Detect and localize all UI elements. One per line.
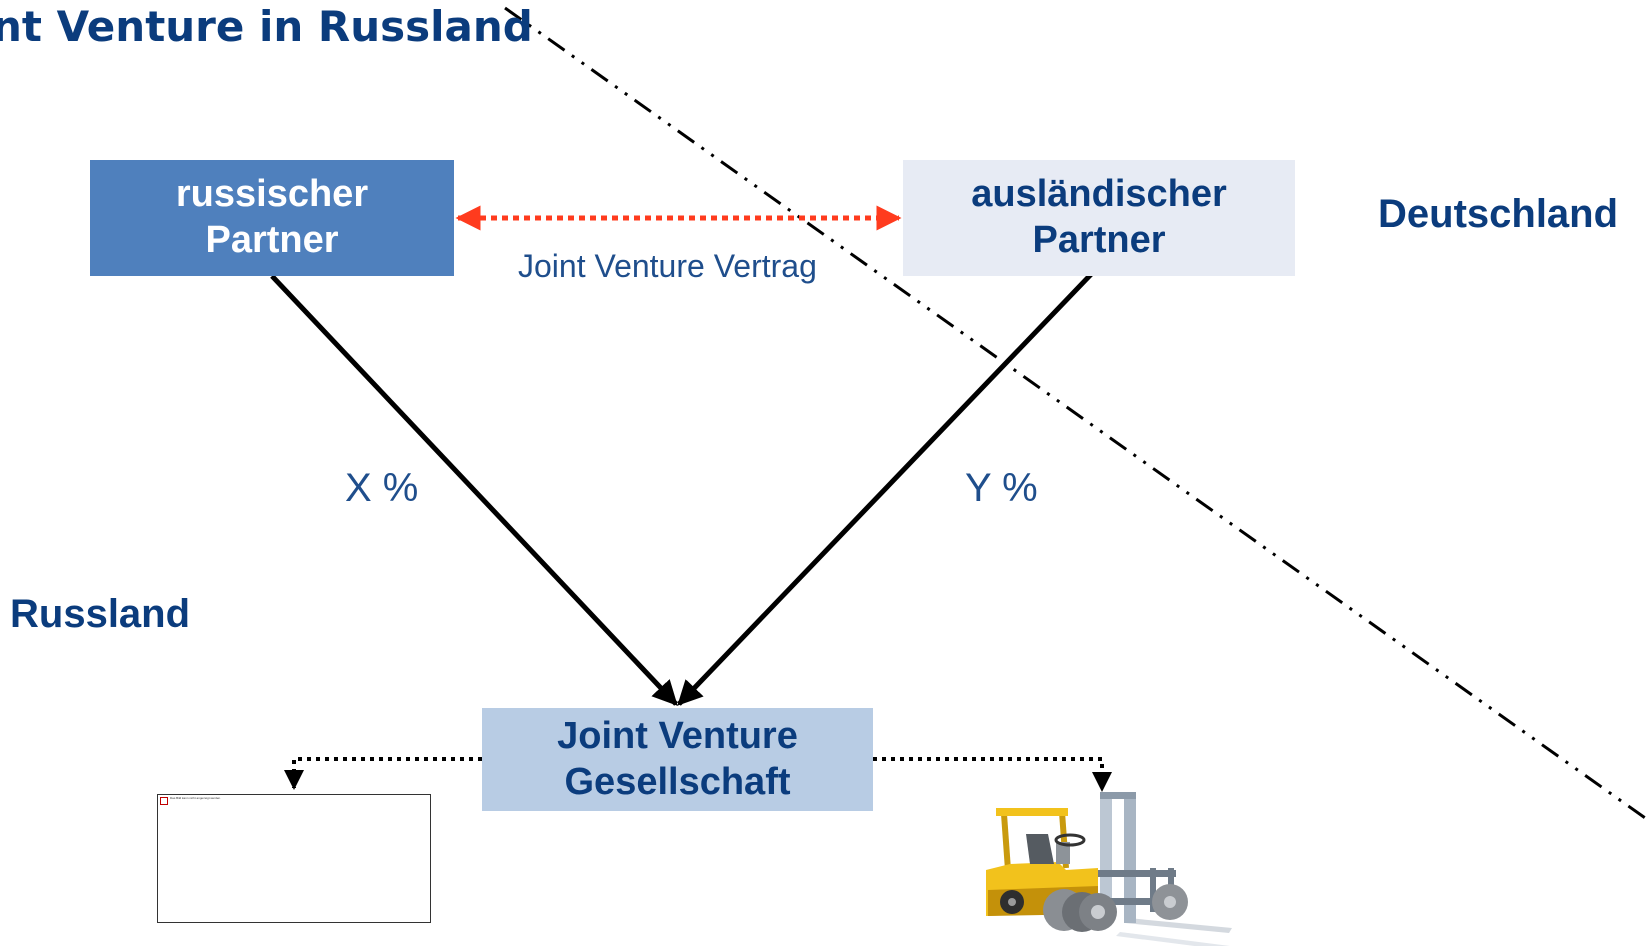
- russian-share-arrow: [270, 274, 678, 706]
- country-label-russia: Russland: [10, 592, 191, 636]
- foreign-partner-box: ausländischer Partner: [903, 160, 1295, 276]
- page-title: nt Venture in Russland: [0, 2, 533, 51]
- jv-right-connector: [873, 757, 1112, 792]
- broken-image-placeholder: Das Bild kann nicht angezeigt werden.: [157, 794, 431, 923]
- country-label-germany: Deutschland: [1378, 192, 1619, 236]
- jv-left-connector: [284, 757, 482, 790]
- joint-venture-box: Joint Venture Gesellschaft: [482, 708, 873, 811]
- foreign-partner-line1: ausländischer: [971, 173, 1227, 216]
- joint-venture-line1: Joint Venture: [557, 714, 798, 757]
- joint-venture-line2: Gesellschaft: [564, 760, 791, 803]
- russian-partner-line1: russischer: [175, 173, 369, 216]
- border-line: [504, 6, 1648, 822]
- placeholder-text: Das Bild kann nicht angezeigt werden.: [170, 796, 222, 800]
- russian-partner-box: russischer Partner: [90, 160, 454, 276]
- contract-label: Joint Venture Vertrag: [518, 248, 817, 284]
- foreign-share-label: Y %: [965, 466, 1038, 510]
- foreign-share-arrow: [677, 264, 1101, 706]
- russian-share-label: X %: [345, 466, 419, 510]
- foreign-partner-line2: Partner: [1032, 219, 1166, 261]
- broken-image-icon: [160, 797, 168, 805]
- russian-partner-line2: Partner: [205, 219, 339, 261]
- forklift-icon: [986, 792, 1232, 946]
